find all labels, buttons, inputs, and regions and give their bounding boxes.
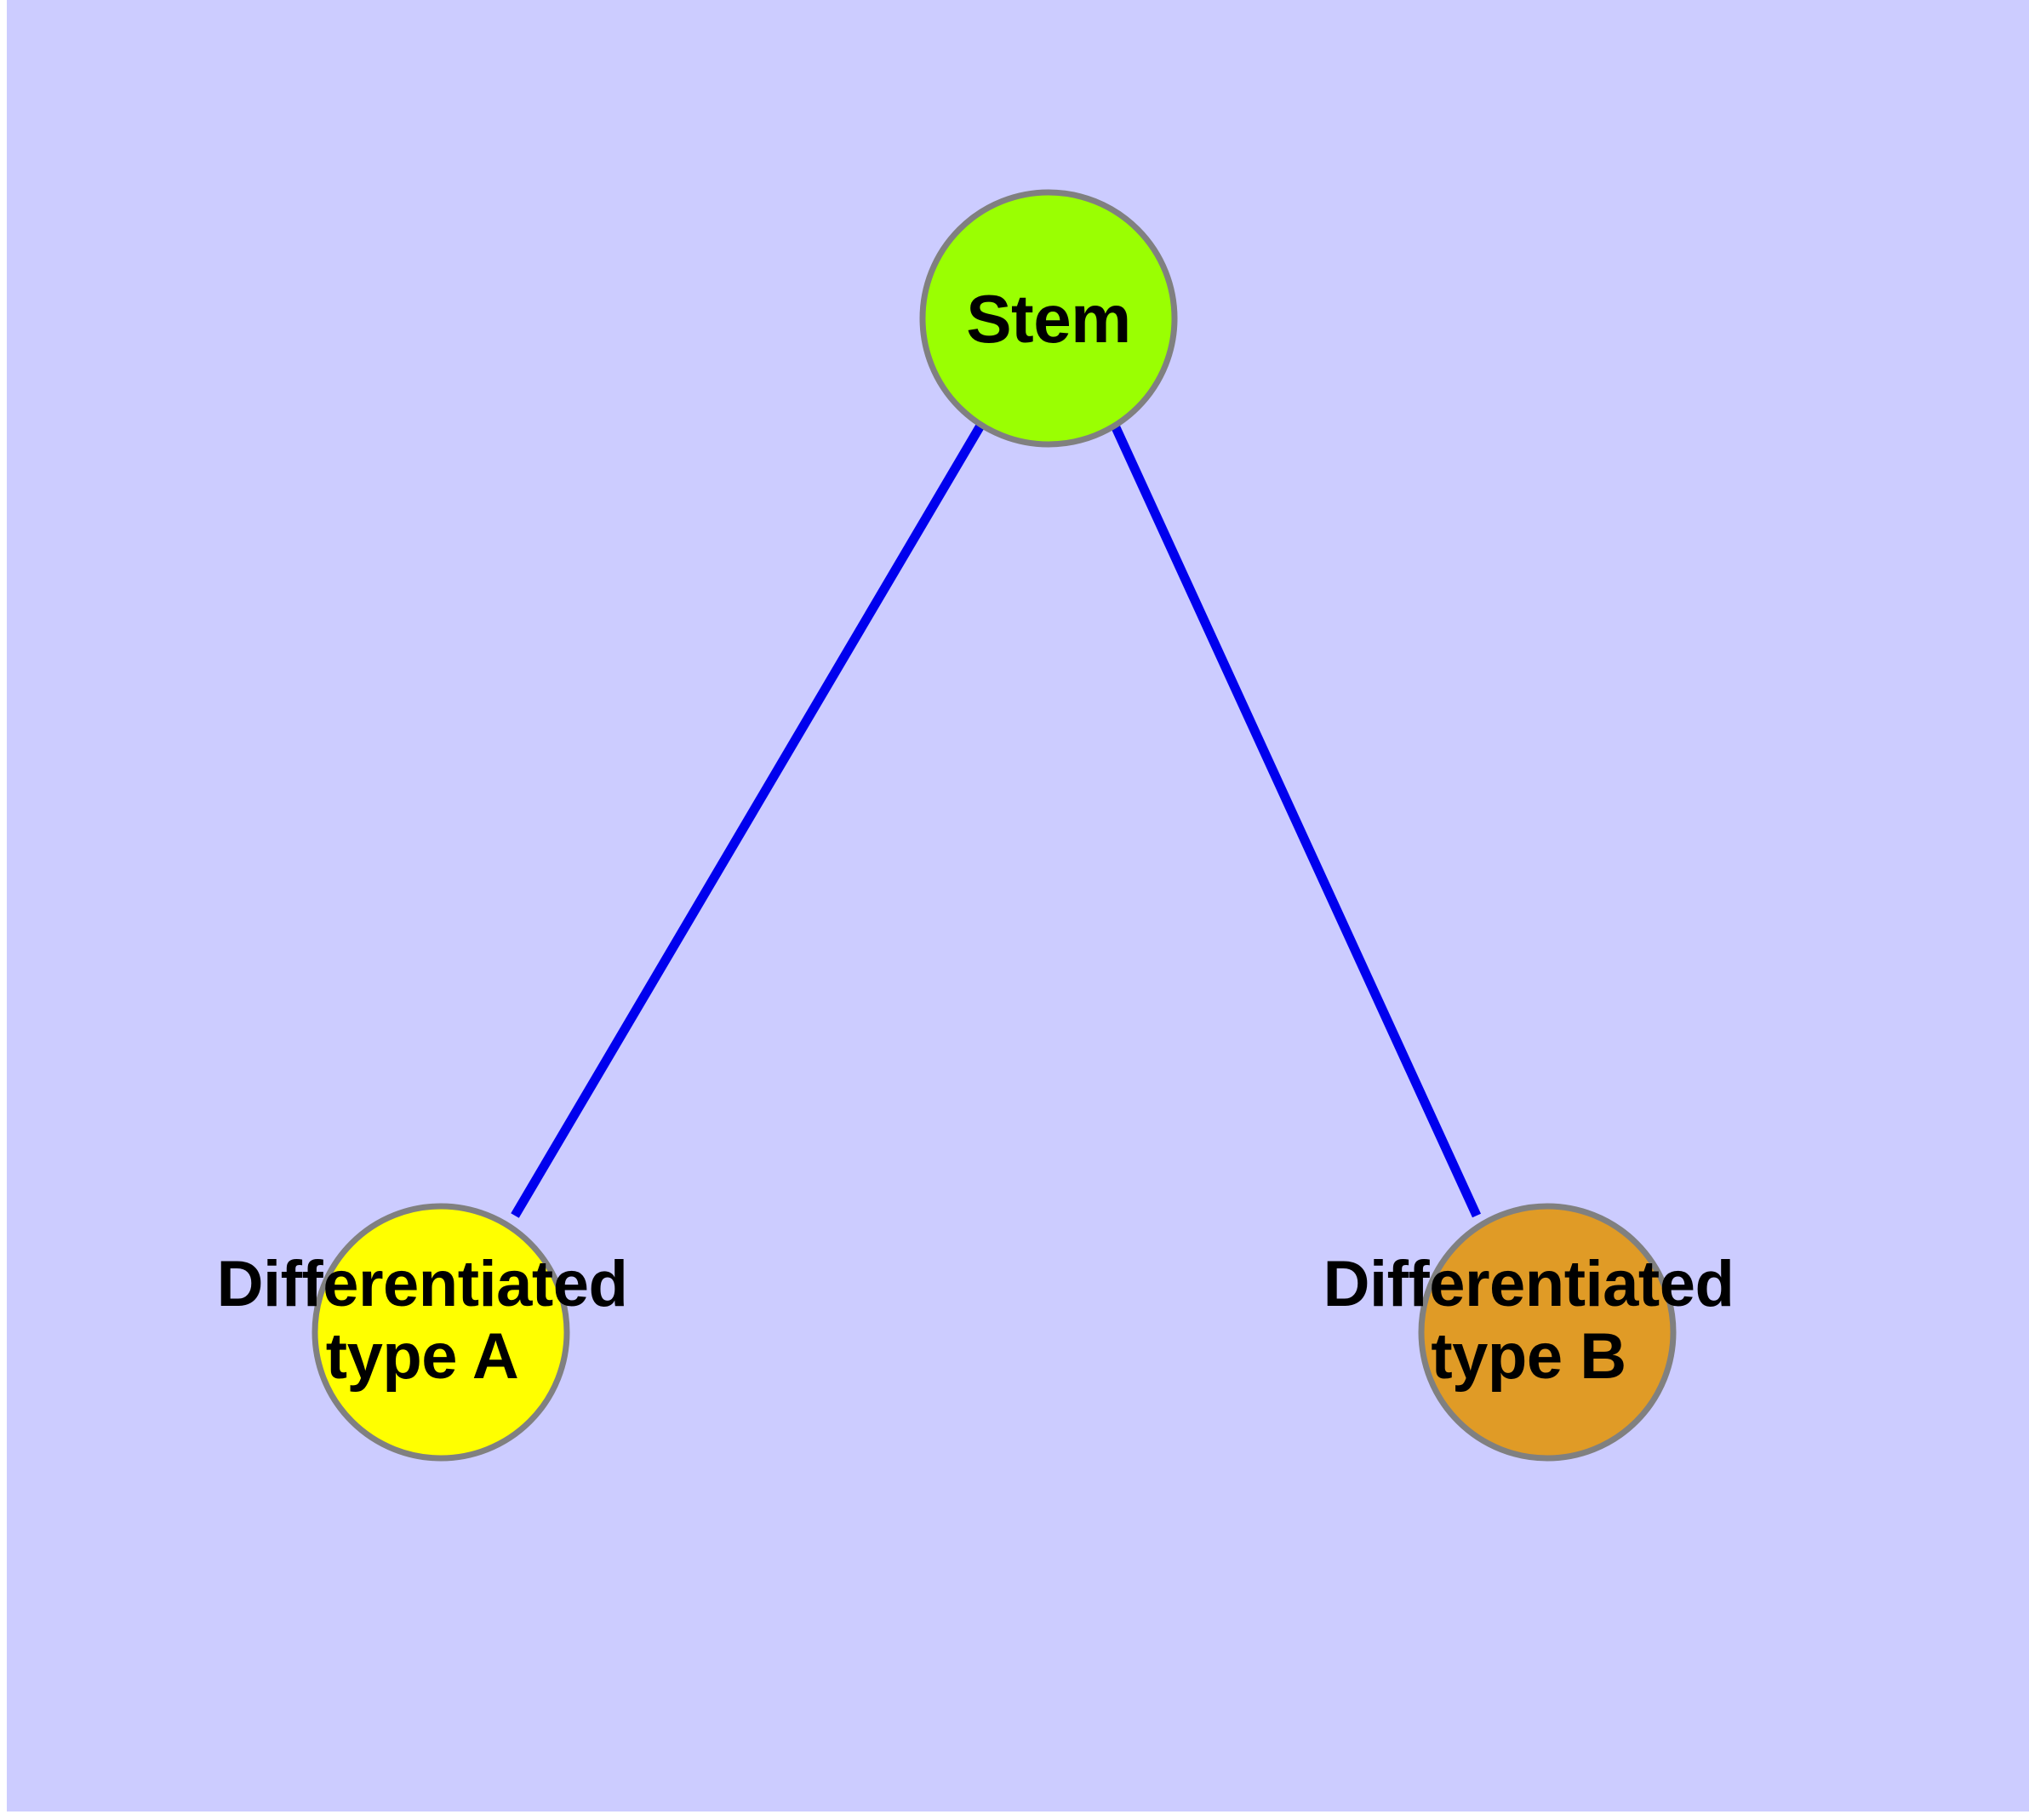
node-label-differentiated-type-b-line-1: Differentiated xyxy=(1323,1248,1735,1320)
node-differentiated-type-a[interactable] xyxy=(311,1203,570,1462)
node-label-stem-line-1: Stem xyxy=(966,281,1131,357)
edge-stem-to-differentiated-type-b[interactable] xyxy=(1110,423,1482,1218)
node-label-differentiated-type-a-line-2: type A xyxy=(325,1320,519,1394)
node-label-differentiated-type-b: Differentiated type B xyxy=(1273,1248,1784,1393)
node-label-differentiated-type-a-line-1: Differentiated xyxy=(216,1248,628,1320)
node-label-stem: Stem xyxy=(793,281,1304,358)
node-differentiated-type-b[interactable] xyxy=(1418,1203,1677,1462)
node-label-differentiated-type-b-line-2: type B xyxy=(1431,1320,1626,1394)
edge-stem-to-differentiated-type-a[interactable] xyxy=(511,423,985,1218)
node-group xyxy=(311,189,1677,1462)
node-label-differentiated-type-a: Differentiated type A xyxy=(167,1248,677,1393)
edge-group xyxy=(511,423,1482,1218)
node-stem[interactable] xyxy=(919,189,1178,448)
